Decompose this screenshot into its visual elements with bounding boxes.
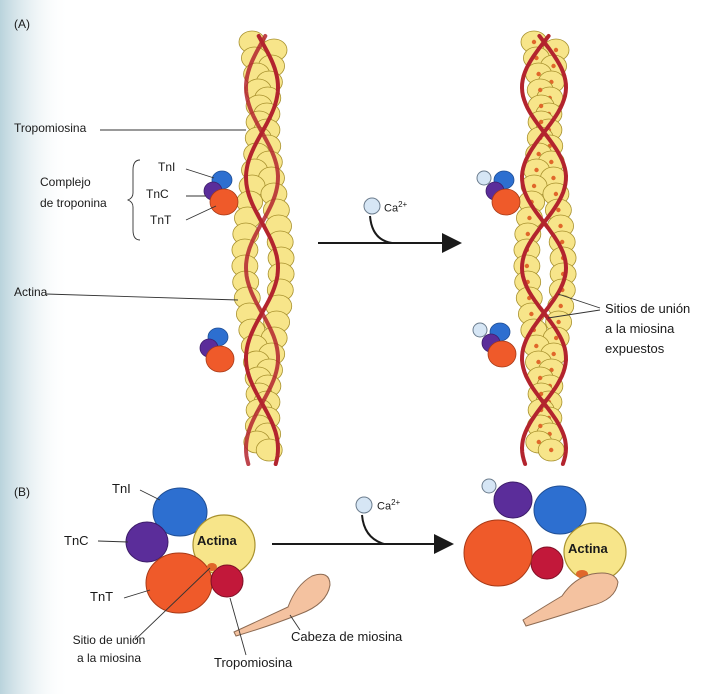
myosin-binding-site [539, 104, 543, 108]
myosin-binding-site [556, 320, 560, 324]
tni-label-a: TnI [158, 161, 175, 175]
actin-filament-right [473, 31, 576, 464]
tni-leader-line [186, 169, 214, 178]
myosin-binding-site [536, 152, 540, 156]
calcium-charge-a: 2+ [398, 200, 407, 209]
reaction-arrow-a [370, 216, 456, 243]
sitio-label-line1: Sitio de unión [44, 634, 174, 648]
myosin-binding-site [554, 192, 558, 196]
complejo-label-line2: de troponina [40, 197, 107, 211]
tnc-label-b: TnC [64, 534, 89, 549]
tnt-subunit [492, 189, 520, 215]
cabeza-leader-b [290, 615, 300, 630]
calcium-ion-b [356, 497, 372, 513]
myosin-binding-site [532, 184, 536, 188]
calcium-symbol-b: Ca [377, 501, 391, 513]
tropomiosina-label-a: Tropomiosina [14, 122, 86, 136]
myosin-binding-site [549, 160, 553, 164]
tropomiosina-leader-b [230, 598, 246, 655]
panel-b-label: (B) [14, 486, 30, 500]
tnt-subunit-b-left [146, 553, 212, 613]
actina-label-a: Actina [14, 286, 47, 300]
cabeza-miosina-label: Cabeza de miosina [291, 630, 402, 645]
myosin-binding-site [538, 376, 542, 380]
calcium-symbol-a: Ca [384, 203, 398, 215]
tnt-subunit [210, 189, 238, 215]
actin-filament-left [200, 31, 294, 464]
tnc-subunit-b-left [126, 522, 168, 562]
actina-leader-line [46, 294, 238, 300]
actina-label-b-left: Actina [197, 534, 237, 549]
calcium-bound-ion [477, 171, 491, 185]
tropomiosina-label-b: Tropomiosina [214, 656, 292, 671]
sitios-label-line1: Sitios de unión [605, 302, 690, 317]
page-edge-shading [0, 0, 70, 694]
tnt-subunit-b-right [464, 520, 532, 586]
myosin-binding-site [525, 264, 529, 268]
calcium-bound-ion [473, 323, 487, 337]
myosin-binding-site [536, 72, 540, 76]
calcium-label-a: Ca2+ [384, 200, 407, 215]
calcium-label-b: Ca2+ [377, 498, 400, 513]
myosin-binding-site [538, 88, 542, 92]
myosin-binding-site [559, 304, 563, 308]
tropomyosin-b-left [211, 565, 243, 597]
myosin-binding-site [551, 352, 555, 356]
myosin-binding-site [549, 448, 553, 452]
tnc-subunit-b-right [494, 482, 532, 518]
tnt-leader-line [186, 206, 216, 220]
myosin-binding-site [534, 344, 538, 348]
tnc-label-a: TnC [146, 188, 169, 202]
myosin-binding-site [538, 424, 542, 428]
myosin-head-b-right [523, 573, 618, 626]
panel-a-label: (A) [14, 18, 30, 32]
myosin-binding-site [532, 40, 536, 44]
myosin-binding-site [527, 216, 531, 220]
troponin-complex-brace [128, 160, 140, 240]
myosin-binding-site [551, 176, 555, 180]
tni-subunit-b-right [534, 486, 586, 534]
tnt-leader-b [124, 590, 150, 598]
tnt-subunit [206, 346, 234, 372]
myosin-binding-site [556, 208, 560, 212]
myosin-binding-site [551, 64, 555, 68]
tni-leader-b [140, 490, 160, 500]
calcium-bound-b [482, 479, 496, 493]
myosin-binding-site [537, 440, 541, 444]
tnt-subunit [488, 341, 516, 367]
myosin-head-b-left [234, 574, 330, 636]
complejo-label-line1: Complejo [40, 176, 91, 190]
reaction-arrow-b [362, 515, 446, 544]
sitios-label-line3: expuestos [605, 342, 664, 357]
tnc-leader-b [98, 541, 128, 542]
myosin-binding-site [554, 48, 558, 52]
myosin-binding-site [558, 224, 562, 228]
sitios-label-line2: a la miosina [605, 322, 674, 337]
tnt-label-b: TnT [90, 590, 113, 605]
calcium-charge-b: 2+ [391, 498, 400, 507]
tropomyosin-b-right [531, 547, 563, 579]
myosin-binding-site [554, 336, 558, 340]
myosin-binding-site [534, 168, 538, 172]
sitio-label-line2: a la miosina [44, 652, 174, 666]
calcium-ion-a [364, 198, 380, 214]
actina-label-b-right: Actina [568, 542, 608, 557]
tnt-label-a: TnT [150, 214, 171, 228]
myosin-binding-site [529, 312, 533, 316]
tni-label-b: TnI [112, 482, 131, 497]
myosin-binding-site [536, 360, 540, 364]
myosin-binding-site [526, 232, 530, 236]
